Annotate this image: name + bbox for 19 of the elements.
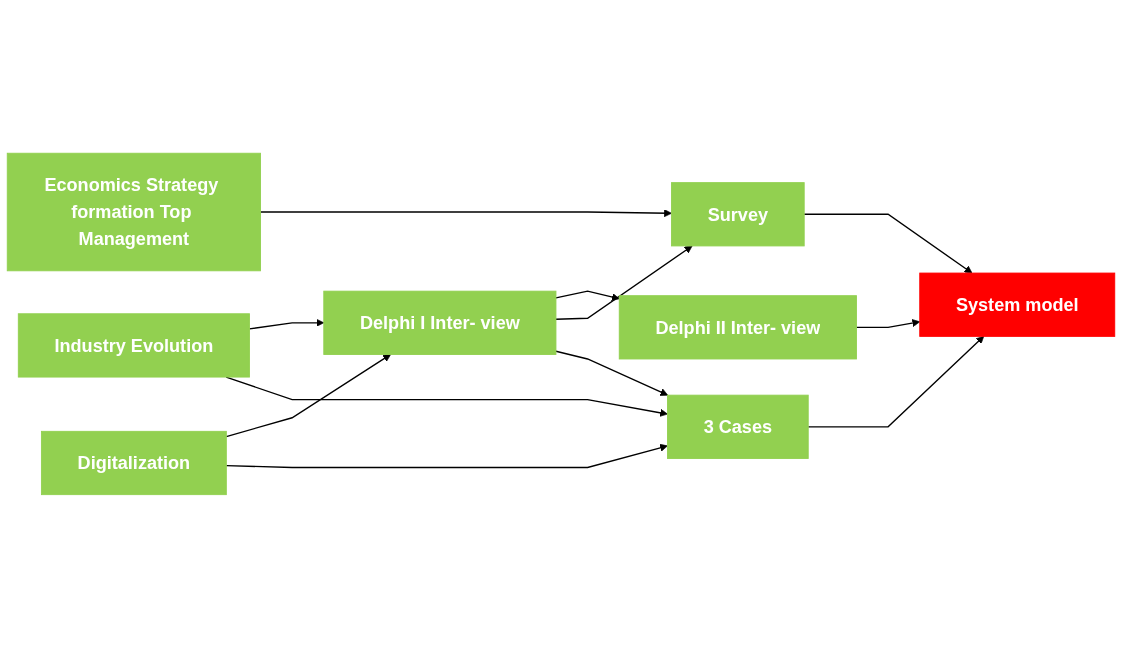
- arrow: [855, 318, 921, 328]
- arrow: [555, 290, 620, 301]
- node-box: Economics Strategy formation Top Management: [6, 152, 261, 271]
- arrow: [259, 208, 672, 217]
- arrow: [248, 318, 325, 330]
- arrow: [555, 245, 693, 320]
- node-box: Survey: [671, 181, 805, 246]
- node-box: Delphi I Inter- view: [323, 290, 557, 355]
- arrow: [225, 443, 668, 468]
- node-box: Digitalization: [40, 430, 227, 495]
- arrow: [225, 353, 391, 437]
- arrow: [807, 335, 985, 428]
- node-box: System model: [919, 272, 1116, 337]
- node-box: 3 Cases: [667, 394, 809, 459]
- node-box: Delphi II Inter- view: [618, 294, 857, 359]
- arrow: [555, 350, 669, 396]
- node-box: Industry Evolution: [17, 312, 250, 378]
- arrow: [225, 375, 668, 417]
- arrow: [803, 213, 973, 273]
